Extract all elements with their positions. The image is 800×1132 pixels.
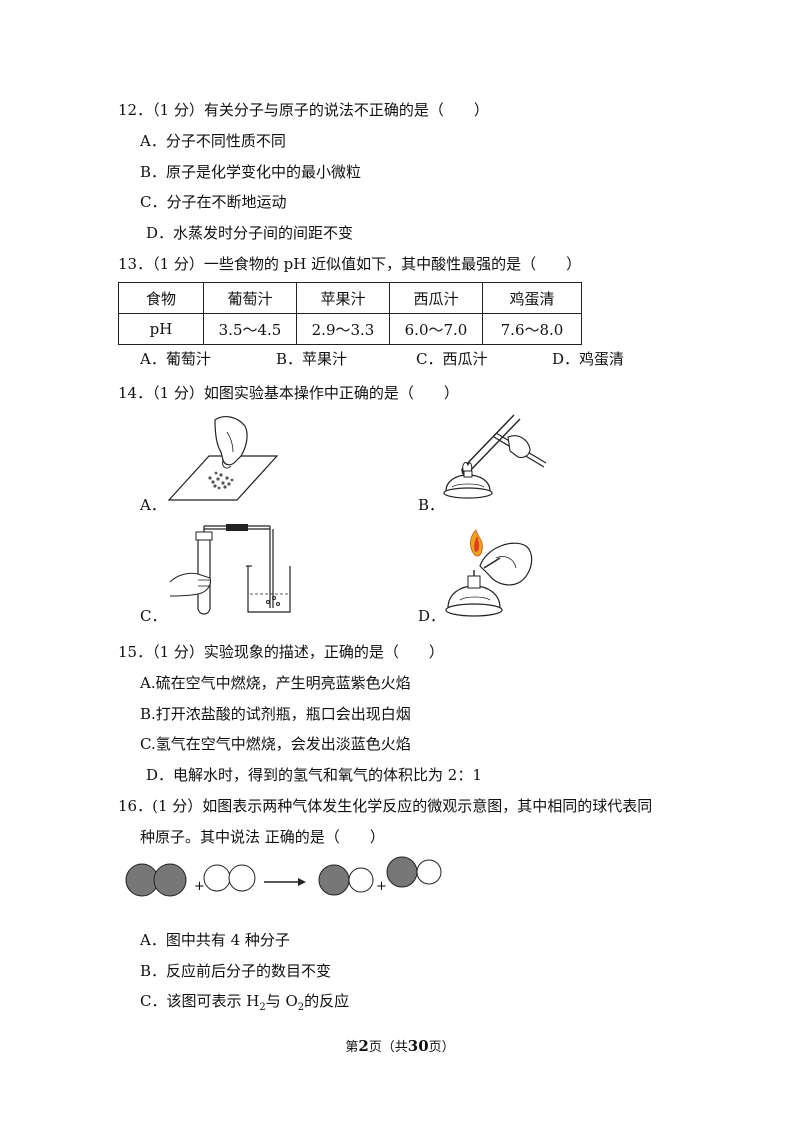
q14-stem: 14．（1 分）如图实验基本操作中正确的是（ ） [118, 384, 459, 402]
ph-table-cell: 2.9～3.3 [296, 313, 390, 345]
test-tube-heating-illustration [443, 414, 547, 499]
q16-option-a: A．图中共有 4 种分子 [140, 931, 290, 949]
ph-table-header-row: 食物 葡萄汁 苹果汁 西瓜汁 鸡蛋清 [118, 282, 582, 314]
q13-option-a: A．葡萄汁 [140, 350, 211, 368]
q14-label-d: D． [418, 607, 446, 625]
plus-sign: + [194, 879, 205, 894]
q16-stem-line1: 16．(1 分）如图表示两种气体发生化学反应的微观示意图，其中相同的球代表同 [118, 797, 653, 815]
q16-option-c-prefix: C．该图可表示 H [140, 992, 260, 1010]
q16-option-c: C．该图可表示 H2与 O2的反应 [140, 990, 349, 1013]
gray-atom [153, 863, 187, 897]
footer-middle: 页（共 [368, 1040, 408, 1055]
airtightness-check-illustration [169, 524, 291, 615]
page-footer: 第2页（共30页） [0, 1036, 800, 1055]
q12-option-a: A．分子不同性质不同 [140, 132, 286, 150]
q15-option-b: B.打开浓盐酸的试剂瓶，瓶口会出现白烟 [140, 705, 411, 723]
gray-atom [318, 864, 350, 896]
q15-option-c: C.氢气在空气中燃烧，会发出淡蓝色火焰 [140, 735, 411, 753]
ph-table: 食物 葡萄汁 苹果汁 西瓜汁 鸡蛋清 pH 3.5～4.5 2.9～3.3 6.… [118, 282, 582, 345]
ph-table-cell: 6.0～7.0 [389, 313, 483, 345]
arrow-head-icon [298, 878, 306, 886]
q13-option-c: C．西瓜汁 [416, 350, 488, 368]
white-atom [228, 864, 256, 892]
footer-total-pages: 30 [407, 1037, 429, 1055]
ph-table-cell: 葡萄汁 [203, 282, 297, 314]
q12-option-c: C．分子在不断地运动 [140, 193, 287, 211]
white-atom [348, 867, 374, 893]
q16-option-b: B．反应前后分子的数目不变 [140, 962, 332, 980]
white-atom [203, 864, 231, 892]
ph-table-cell: 食物 [118, 282, 204, 314]
q16-option-c-suffix: 的反应 [304, 992, 350, 1010]
q16-stem-line2: 种原子。其中说法 正确的是（ ） [140, 828, 385, 846]
lighting-alcohol-lamp-illustration [445, 529, 533, 617]
plus-sign: + [376, 879, 387, 894]
q14-label-c: C． [140, 607, 167, 625]
q14-label-b: B． [418, 496, 445, 514]
ph-table-cell: 7.6～8.0 [482, 313, 582, 345]
q13-stem: 13．（1 分）一些食物的 pH 近似值如下，其中酸性最强的是（ ） [118, 255, 582, 273]
subscript: 2 [297, 1002, 305, 1013]
q12-stem: 12．（1 分）有关分子与原子的说法不正确的是（ ） [118, 101, 489, 119]
q13-option-b: B．苹果汁 [276, 350, 348, 368]
q16-option-c-mid: 与 O [265, 992, 298, 1010]
q12-option-b: B．原子是化学变化中的最小微粒 [140, 163, 362, 181]
ph-table-cell: 鸡蛋清 [482, 282, 582, 314]
ph-table-cell: 西瓜汁 [389, 282, 483, 314]
white-atom [416, 859, 442, 885]
q12-option-d: D．水蒸发时分子间的间距不变 [146, 224, 354, 242]
q15-option-a: A.硫在空气中燃烧，产生明亮蓝紫色火焰 [140, 674, 411, 692]
reaction-micro-diagram: + + [125, 856, 442, 897]
footer-page-number: 2 [358, 1037, 369, 1055]
ph-table-cell: 3.5～4.5 [203, 313, 297, 345]
q15-stem: 15．（1 分）实验现象的描述，正确的是（ ） [118, 643, 444, 661]
q13-option-d: D．鸡蛋清 [552, 350, 625, 368]
ph-table-cell: 苹果汁 [296, 282, 390, 314]
subscript: 2 [259, 1002, 266, 1013]
footer-prefix: 第 [345, 1040, 359, 1055]
q14-label-a: A． [140, 496, 166, 514]
q15-option-d: D．电解水时，得到的氢气和氧气的体积比为 2：1 [146, 766, 482, 784]
hand-picking-solid-illustration [167, 416, 279, 501]
ph-table-value-row: pH 3.5～4.5 2.9～3.3 6.0～7.0 7.6～8.0 [118, 313, 582, 345]
gray-atom [125, 863, 159, 897]
footer-suffix: 页） [428, 1040, 455, 1055]
ph-table-cell: pH [118, 313, 204, 345]
gray-atom [386, 856, 418, 888]
